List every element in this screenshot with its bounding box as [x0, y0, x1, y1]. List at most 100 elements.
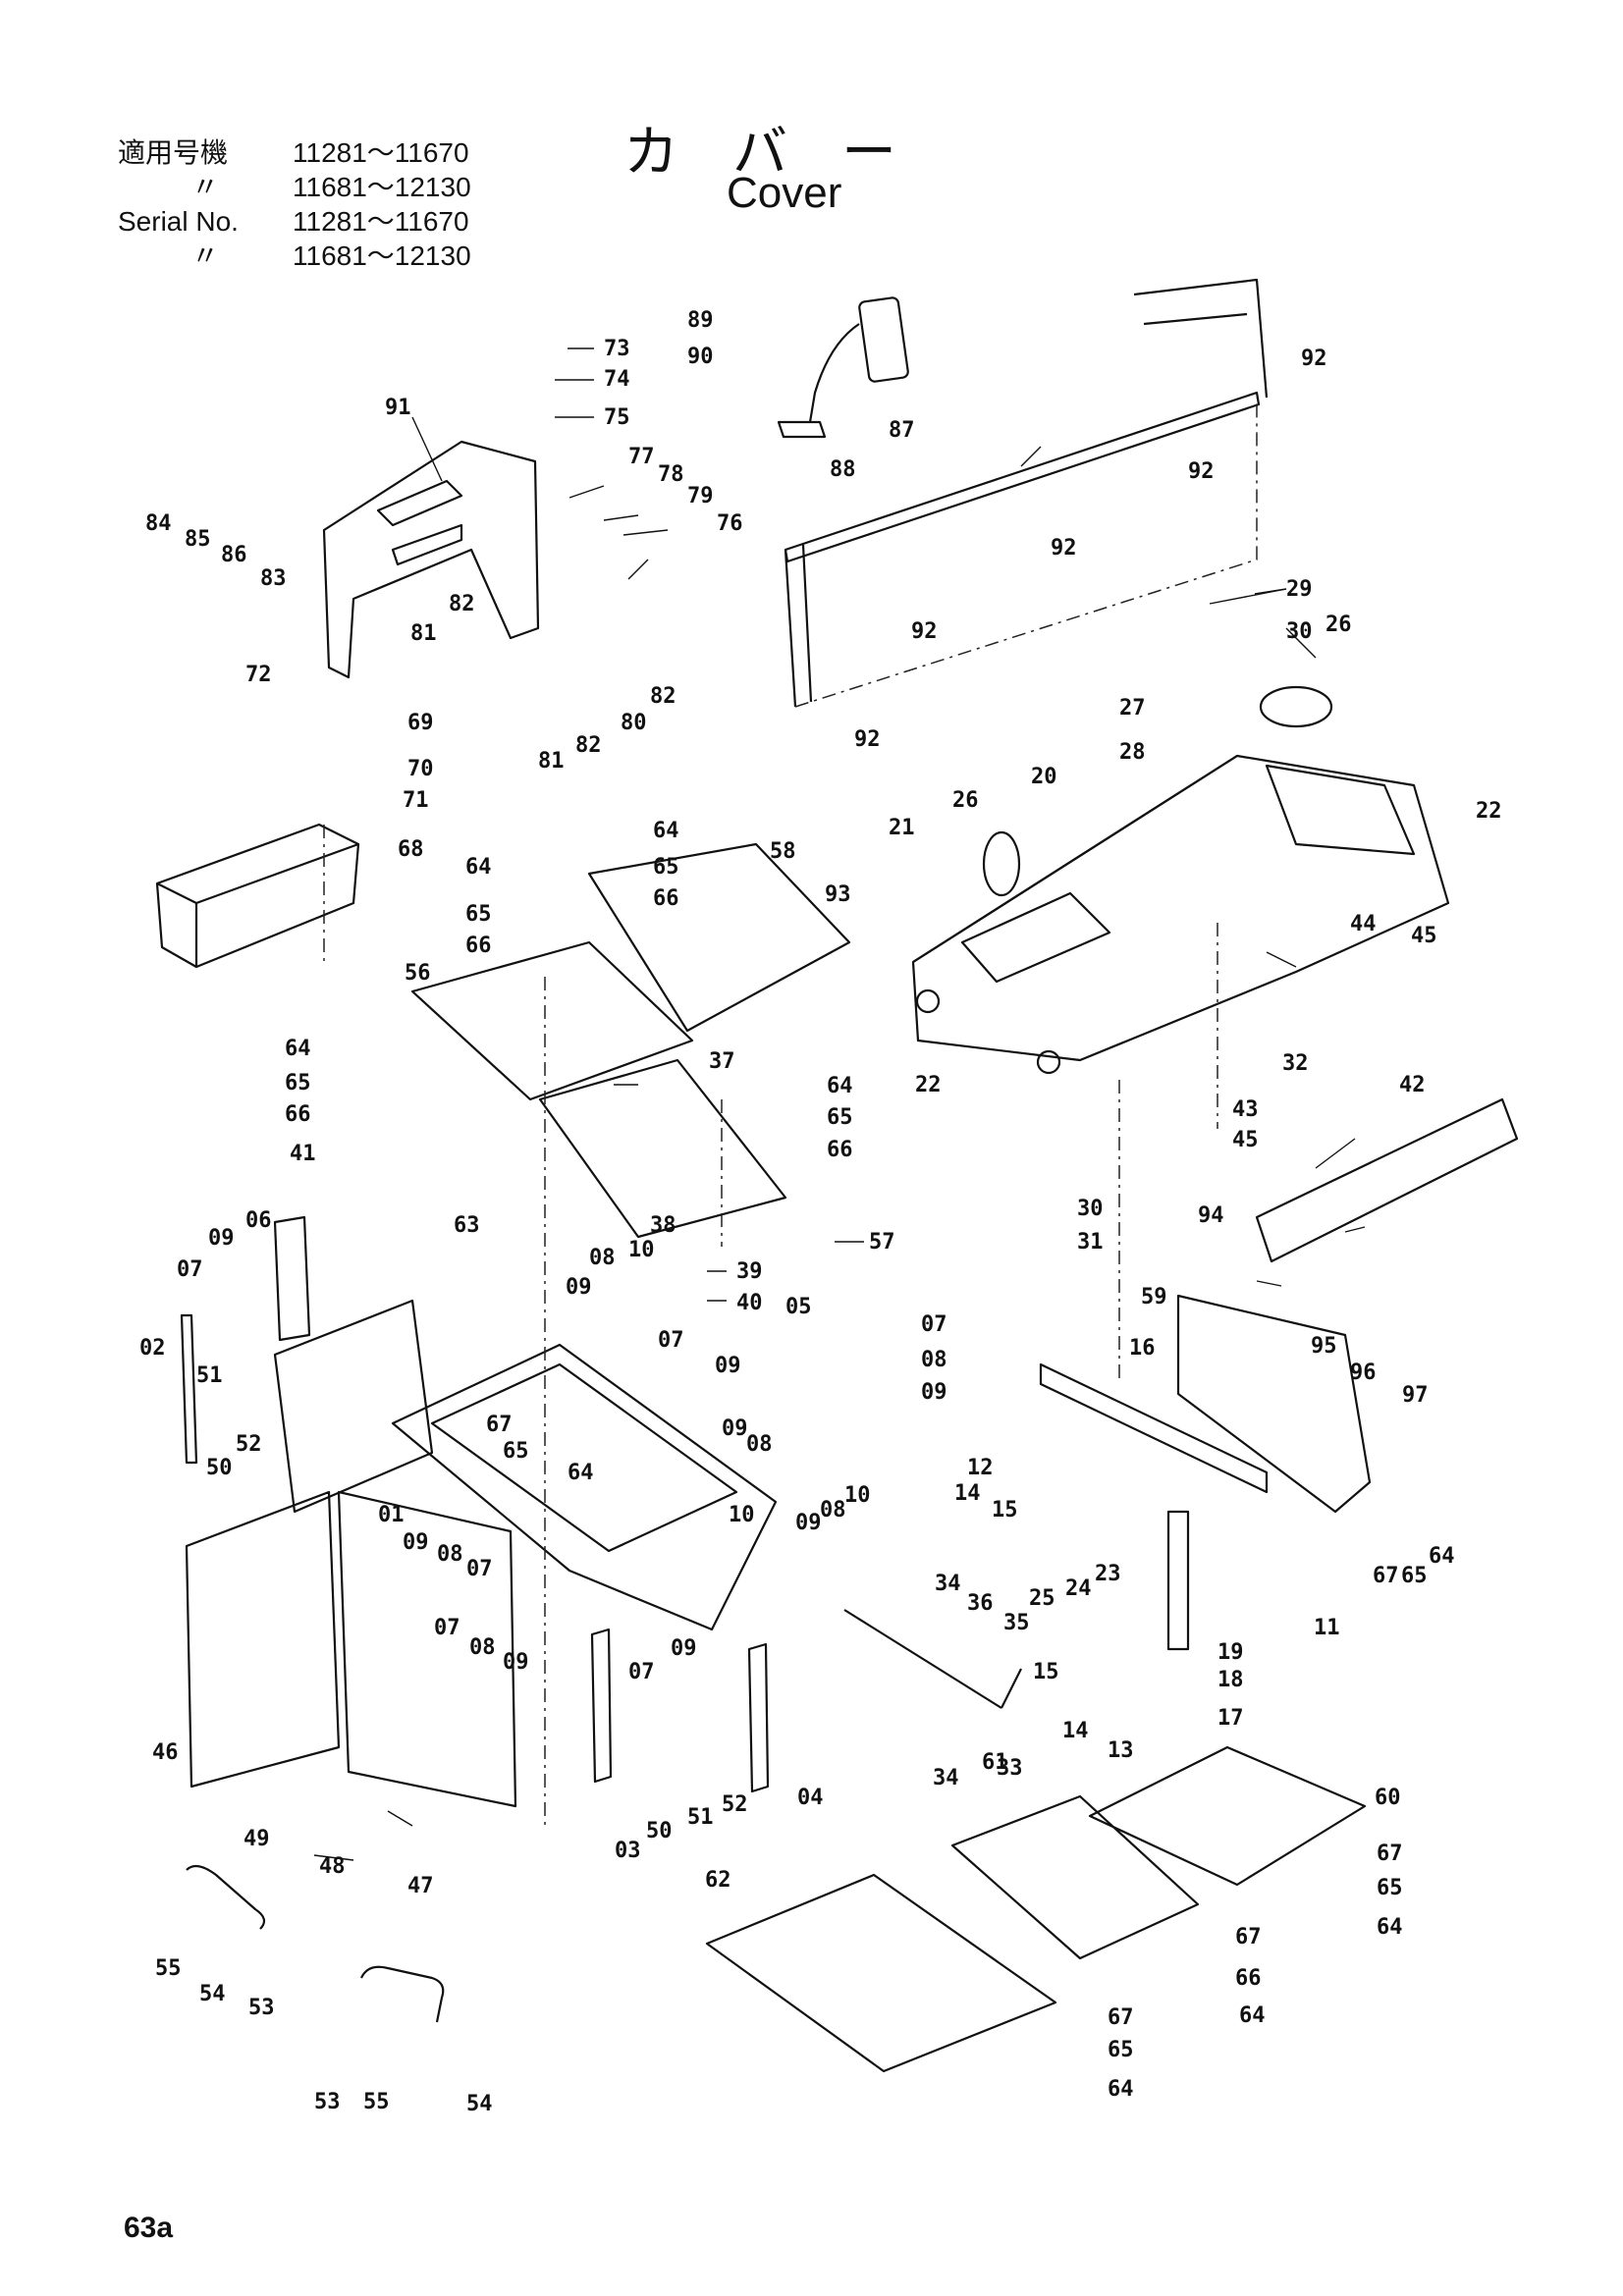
callout-34a: 34	[935, 1572, 961, 1596]
callout-65a: 65	[653, 855, 679, 880]
callout-80: 80	[621, 711, 647, 735]
callout-92a: 92	[1301, 347, 1327, 371]
callout-56: 56	[405, 961, 431, 986]
callout-39: 39	[736, 1259, 763, 1284]
callout-09h: 09	[503, 1650, 529, 1675]
callout-07d: 07	[466, 1557, 493, 1581]
callout-07c: 07	[921, 1312, 947, 1337]
callout-65c: 65	[285, 1071, 311, 1095]
callout-07a: 07	[177, 1257, 203, 1282]
callout-65b: 65	[465, 902, 492, 927]
callout-72: 72	[245, 663, 272, 687]
callout-45: 45	[1411, 924, 1437, 948]
callout-10c: 10	[844, 1483, 871, 1508]
callout-60: 60	[1375, 1786, 1401, 1810]
callout-17: 17	[1217, 1706, 1244, 1731]
callout-15a: 15	[992, 1498, 1018, 1522]
serial-range: 11681～12130	[293, 172, 471, 202]
callout-52b: 52	[722, 1792, 748, 1817]
serial-row: 〃 11681～12130	[118, 239, 471, 273]
callout-92d: 92	[911, 619, 938, 644]
serial-range: 11281～11670	[293, 137, 469, 168]
callout-65d: 65	[827, 1105, 853, 1130]
callout-57: 57	[869, 1230, 895, 1255]
serial-label: 〃	[190, 240, 219, 271]
callout-22b: 22	[915, 1073, 942, 1097]
callout-67a: 67	[486, 1413, 513, 1437]
callout-64c: 64	[285, 1037, 311, 1061]
callout-65h: 65	[1108, 2038, 1134, 2062]
callout-09b: 09	[566, 1275, 592, 1300]
part-drawings	[155, 278, 1519, 2073]
callout-82c: 82	[575, 733, 602, 758]
callout-03: 03	[615, 1839, 641, 1863]
callout-92c: 92	[1051, 536, 1077, 561]
callout-07e: 07	[434, 1616, 460, 1640]
callout-93: 93	[825, 882, 851, 907]
callout-24: 24	[1065, 1576, 1092, 1601]
callout-52a: 52	[236, 1432, 262, 1457]
callout-54a: 54	[199, 1982, 226, 2006]
callout-49: 49	[243, 1827, 270, 1851]
callout-55b: 55	[363, 2090, 390, 2114]
callout-73: 73	[604, 337, 630, 361]
callout-62: 62	[705, 1868, 731, 1893]
callout-27: 27	[1119, 696, 1146, 721]
callout-82: 82	[449, 592, 475, 616]
callout-65f: 65	[1401, 1564, 1428, 1588]
callout-64e: 64	[568, 1461, 594, 1485]
callout-81: 81	[410, 621, 437, 646]
callout-22: 22	[1476, 799, 1502, 824]
callout-51a: 51	[196, 1363, 223, 1388]
callout-08d: 08	[437, 1542, 463, 1567]
callout-55a: 55	[155, 1956, 182, 1981]
callout-75: 75	[604, 405, 630, 430]
callout-26b: 26	[952, 788, 979, 813]
callout-14a: 14	[954, 1481, 981, 1506]
callout-63: 63	[454, 1213, 480, 1238]
callout-94: 94	[1198, 1203, 1224, 1228]
callout-30: 30	[1286, 619, 1313, 644]
callout-67d: 67	[1235, 1925, 1262, 1949]
callout-87: 87	[889, 418, 915, 443]
callout-45b: 45	[1232, 1128, 1259, 1152]
callout-48: 48	[319, 1854, 346, 1879]
callout-08e: 08	[820, 1498, 846, 1522]
callout-34b: 34	[933, 1766, 959, 1790]
callout-50b: 50	[646, 1819, 673, 1843]
callout-88: 88	[830, 457, 856, 482]
callout-35: 35	[1003, 1611, 1030, 1635]
callout-67e: 67	[1108, 2005, 1134, 2030]
callout-67b: 67	[1373, 1564, 1399, 1588]
callout-06: 06	[245, 1208, 272, 1233]
callout-09i: 09	[671, 1636, 697, 1661]
callout-64i: 64	[1108, 2077, 1134, 2102]
callout-18: 18	[1217, 1668, 1244, 1692]
serial-label: 適用号機	[118, 137, 229, 168]
callout-95: 95	[1311, 1334, 1337, 1359]
callout-23: 23	[1095, 1562, 1121, 1586]
callout-29: 29	[1286, 577, 1313, 602]
serial-range: 11281～11670	[293, 206, 469, 237]
serial-label: Serial No.	[118, 206, 239, 237]
callout-09e: 09	[722, 1416, 748, 1441]
callout-38: 38	[650, 1213, 676, 1238]
callout-64g: 64	[1377, 1915, 1403, 1940]
callout-54b: 54	[466, 2092, 493, 2116]
callout-68: 68	[398, 837, 424, 862]
callout-53b: 53	[314, 2090, 341, 2114]
leader-lines	[313, 347, 1366, 1861]
callout-26: 26	[1325, 613, 1352, 637]
callout-64h: 64	[1239, 2003, 1266, 2028]
callout-92e: 92	[854, 727, 881, 752]
callout-28: 28	[1119, 740, 1146, 765]
callout-30b: 30	[1077, 1197, 1104, 1221]
callout-02: 02	[139, 1336, 166, 1361]
callout-08a: 08	[589, 1246, 616, 1270]
callout-83: 83	[260, 566, 287, 591]
callout-32: 32	[1282, 1051, 1309, 1076]
callout-09f: 09	[403, 1530, 429, 1555]
callout-37: 37	[709, 1049, 735, 1074]
callout-40: 40	[736, 1291, 763, 1315]
callout-01: 01	[378, 1503, 405, 1527]
